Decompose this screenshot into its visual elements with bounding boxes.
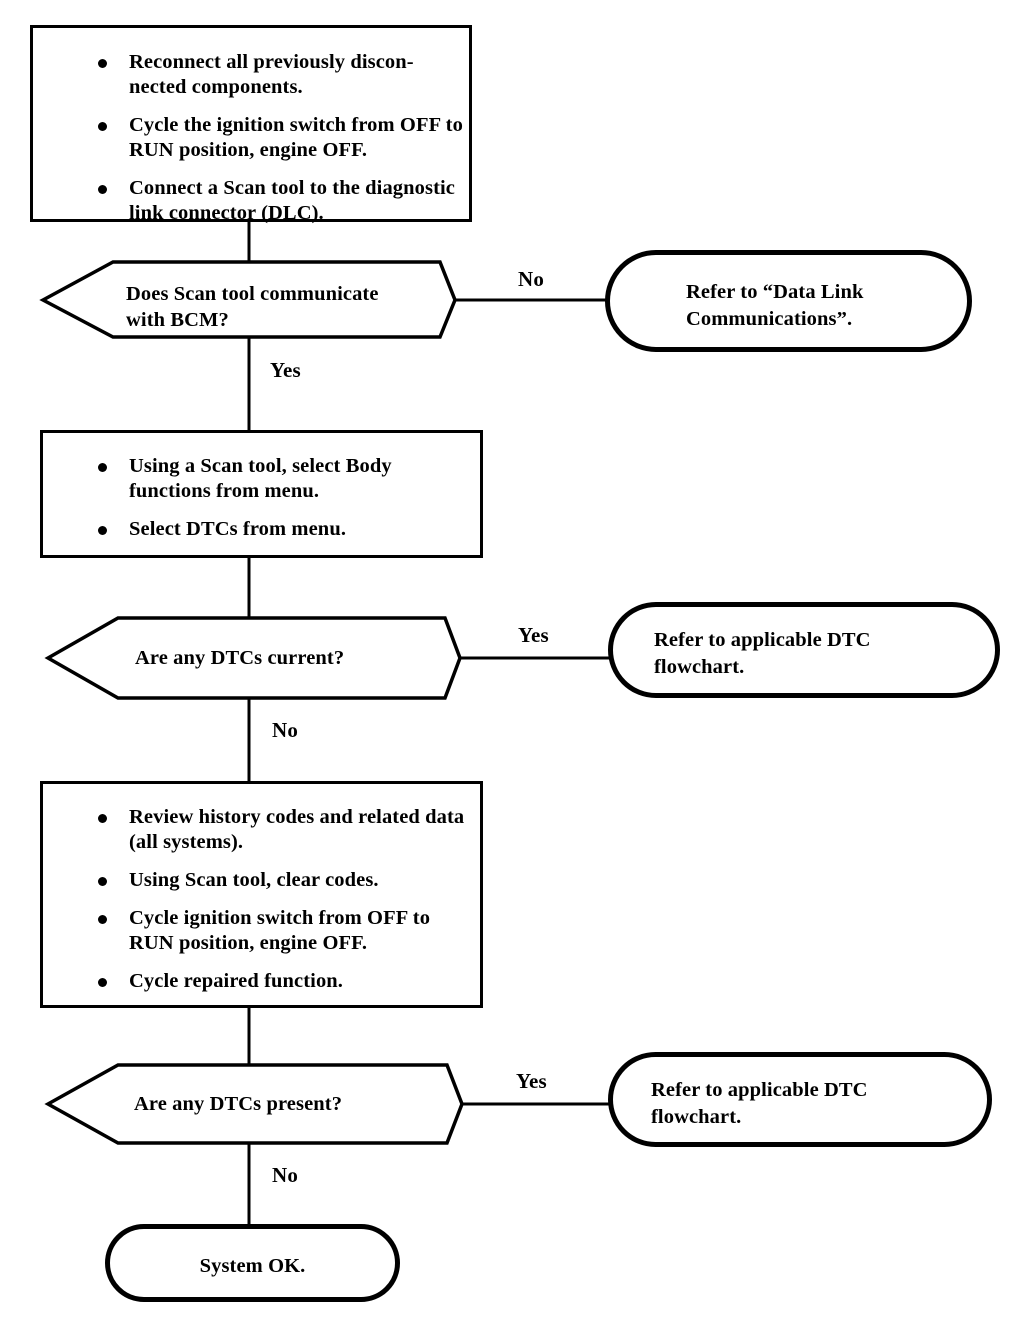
step3-bullet-2: Using Scan tool, clear codes. xyxy=(85,868,480,893)
decision2-label: Are any DTCs current? xyxy=(135,646,455,672)
step1-bullet-1: Reconnect all previously discon- nected … xyxy=(85,50,469,100)
decision3-branch-no-label: No xyxy=(272,1163,299,1187)
terminator-end-line-1: System OK. xyxy=(199,1255,306,1277)
decision1-line-2: with BCM? xyxy=(126,308,229,331)
decision1-line-1: Does Scan tool communicate xyxy=(126,283,379,305)
terminator3-line-1: Refer to applicable DTC xyxy=(651,1079,868,1101)
step3-bullet-3-line-2: RUN position, engine OFF. xyxy=(129,932,368,954)
terminator-applicable-dtc-flowchart-2: Refer to applicable DTC flowchart. xyxy=(608,1052,992,1147)
step3-bullet-4: Cycle repaired function. xyxy=(85,969,480,994)
step1-bullet-2-line-2: RUN position, engine OFF. xyxy=(129,139,368,161)
terminator3-text: Refer to applicable DTC flowchart. xyxy=(651,1077,868,1130)
terminator-end-text: System OK. xyxy=(110,1253,395,1280)
step3-bullet-1-line-2: (all systems). xyxy=(129,831,244,853)
step3-bullet-1-line-1: Review history codes and related data xyxy=(129,806,465,828)
decision2-branch-no-label: No xyxy=(272,718,299,742)
step3-bullet-3: Cycle ignition switch from OFF to RUN po… xyxy=(85,906,480,956)
terminator2-line-2: flowchart. xyxy=(654,655,745,678)
process-box-step2: Using a Scan tool, select Body functions… xyxy=(40,430,483,558)
terminator1-line-1: Refer to “Data Link xyxy=(686,281,864,303)
decision2-line-1: Are any DTCs current? xyxy=(135,647,345,669)
step3-bullet-2-line-1: Using Scan tool, clear codes. xyxy=(129,869,379,891)
step2-bullet-2: Select DTCs from menu. xyxy=(85,517,480,542)
step1-bullet-1-line-2: nected components. xyxy=(129,76,303,98)
terminator1-text: Refer to “Data Link Communications”. xyxy=(686,279,863,332)
terminator3-line-2: flowchart. xyxy=(651,1105,742,1128)
terminator-applicable-dtc-flowchart-1: Refer to applicable DTC flowchart. xyxy=(608,602,1000,698)
step1-bullet-3: Connect a Scan tool to the diagnostic li… xyxy=(85,176,469,226)
process-box-step1: Reconnect all previously discon- nected … xyxy=(30,25,472,224)
decision2-branch-yes-label: Yes xyxy=(518,623,549,647)
step1-bullet-3-line-2: link connector (DLC). xyxy=(129,202,324,224)
terminator-system-ok: System OK. xyxy=(105,1224,400,1302)
terminator2-text: Refer to applicable DTC flowchart. xyxy=(654,627,871,680)
step3-bullet-3-line-1: Cycle ignition switch from OFF to xyxy=(129,907,431,929)
step1-bullet-2-line-1: Cycle the ignition switch from OFF to xyxy=(129,114,463,136)
decision3-line-1: Are any DTCs present? xyxy=(134,1093,343,1115)
terminator-data-link-communications: Refer to “Data Link Communications”. xyxy=(605,250,972,352)
decision1-branch-no-label: No xyxy=(518,267,545,291)
step2-bullet-1: Using a Scan tool, select Body functions… xyxy=(85,454,480,504)
step2-bullet-list: Using a Scan tool, select Body functions… xyxy=(85,454,480,542)
decision3-branch-yes-label: Yes xyxy=(516,1069,547,1093)
terminator1-line-2: Communications”. xyxy=(686,307,853,330)
step1-bullet-3-line-1: Connect a Scan tool to the diagnostic xyxy=(129,177,456,199)
step2-bullet-1-line-2: functions from menu. xyxy=(129,480,320,502)
decision1-label: Does Scan tool communicate with BCM? xyxy=(126,282,426,333)
step3-bullet-1: Review history codes and related data (a… xyxy=(85,805,480,855)
decision3-label: Are any DTCs present? xyxy=(134,1092,454,1118)
step3-bullet-list: Review history codes and related data (a… xyxy=(85,805,480,994)
process-box-step3: Review history codes and related data (a… xyxy=(40,781,483,1008)
step1-bullet-1-line-1: Reconnect all previously discon- xyxy=(129,51,414,73)
step1-bullet-list: Reconnect all previously discon- nected … xyxy=(85,50,469,226)
terminator2-line-1: Refer to applicable DTC xyxy=(654,629,871,651)
decision1-branch-yes-label: Yes xyxy=(270,358,301,382)
step3-bullet-4-line-1: Cycle repaired function. xyxy=(129,970,344,992)
step2-bullet-1-line-1: Using a Scan tool, select Body xyxy=(129,455,392,477)
step2-bullet-2-line-1: Select DTCs from menu. xyxy=(129,518,347,540)
step1-bullet-2: Cycle the ignition switch from OFF to RU… xyxy=(85,113,469,163)
